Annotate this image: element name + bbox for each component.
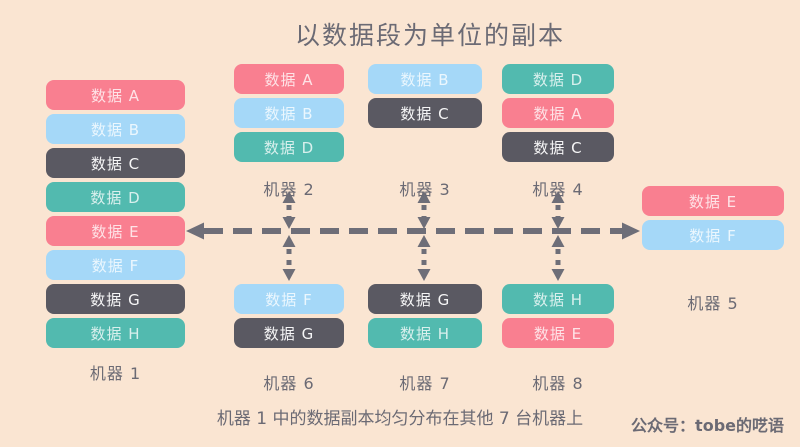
data-block: 数据 H	[368, 318, 482, 348]
machine-3-label: 机器 3	[399, 180, 451, 199]
machine-6-label: 机器 6	[263, 374, 315, 393]
machine-3-blocks: 数据 B 数据 C	[368, 64, 482, 128]
machine-2: 数据 A 数据 B 数据 D 机器 2	[234, 64, 344, 199]
data-block: 数据 A	[234, 64, 344, 94]
data-block: 数据 F	[234, 284, 344, 314]
data-block: 数据 F	[46, 250, 185, 280]
data-block: 数据 A	[502, 98, 614, 128]
data-block: 数据 D	[502, 64, 614, 94]
machine-6-blocks: 数据 F 数据 G	[234, 284, 344, 348]
data-block: 数据 G	[234, 318, 344, 348]
machine-4: 数据 D 数据 A 数据 C 机器 4	[502, 64, 614, 199]
machine-6: 数据 F 数据 G 机器 6	[234, 284, 344, 393]
data-block: 数据 F	[642, 220, 784, 250]
machine-1: 数据 A 数据 B 数据 C 数据 D 数据 E 数据 F 数据 G 数据 H 机器 1	[46, 80, 185, 383]
machine-8-label: 机器 8	[532, 374, 584, 393]
machine-7-blocks: 数据 G 数据 H	[368, 284, 482, 348]
machine-5-label: 机器 5	[687, 294, 739, 313]
machine-8-blocks: 数据 H 数据 E	[502, 284, 614, 348]
data-block: 数据 H	[502, 284, 614, 314]
data-block: 数据 G	[46, 284, 185, 314]
machine-1-label: 机器 1	[89, 364, 142, 383]
diagram-title: 以数据段为单位的副本	[294, 21, 565, 50]
data-block: 数据 B	[46, 114, 185, 144]
data-block: 数据 B	[234, 98, 344, 128]
data-block: 数据 E	[46, 216, 185, 246]
machine-2-blocks: 数据 A 数据 B 数据 D	[234, 64, 344, 162]
data-block: 数据 H	[46, 318, 185, 348]
machine-5-blocks: 数据 E 数据 F	[642, 186, 784, 250]
data-block: 数据 A	[46, 80, 185, 110]
machine-4-blocks: 数据 D 数据 A 数据 C	[502, 64, 614, 162]
data-block: 数据 E	[642, 186, 784, 216]
machine-4-label: 机器 4	[532, 180, 584, 199]
data-block: 数据 C	[368, 98, 482, 128]
data-block: 数据 G	[368, 284, 482, 314]
machine-5: 数据 E 数据 F 机器 5	[642, 186, 784, 313]
diagram-caption: 机器 1 中的数据副本均匀分布在其他 7 台机器上	[216, 409, 584, 429]
machine-7: 数据 G 数据 H 机器 7	[368, 284, 482, 393]
data-block: 数据 D	[46, 182, 185, 212]
watermark-text: 公众号：tobe的呓语	[631, 416, 784, 435]
data-block: 数据 B	[368, 64, 482, 94]
machine-3: 数据 B 数据 C 机器 3	[368, 64, 482, 199]
machine-2-label: 机器 2	[263, 180, 315, 199]
data-block: 数据 C	[502, 132, 614, 162]
machine-7-label: 机器 7	[399, 374, 451, 393]
machine-1-blocks: 数据 A 数据 B 数据 C 数据 D 数据 E 数据 F 数据 G 数据 H	[46, 80, 185, 348]
data-block: 数据 C	[46, 148, 185, 178]
data-block: 数据 E	[502, 318, 614, 348]
machine-8: 数据 H 数据 E 机器 8	[502, 284, 614, 393]
data-block: 数据 D	[234, 132, 344, 162]
